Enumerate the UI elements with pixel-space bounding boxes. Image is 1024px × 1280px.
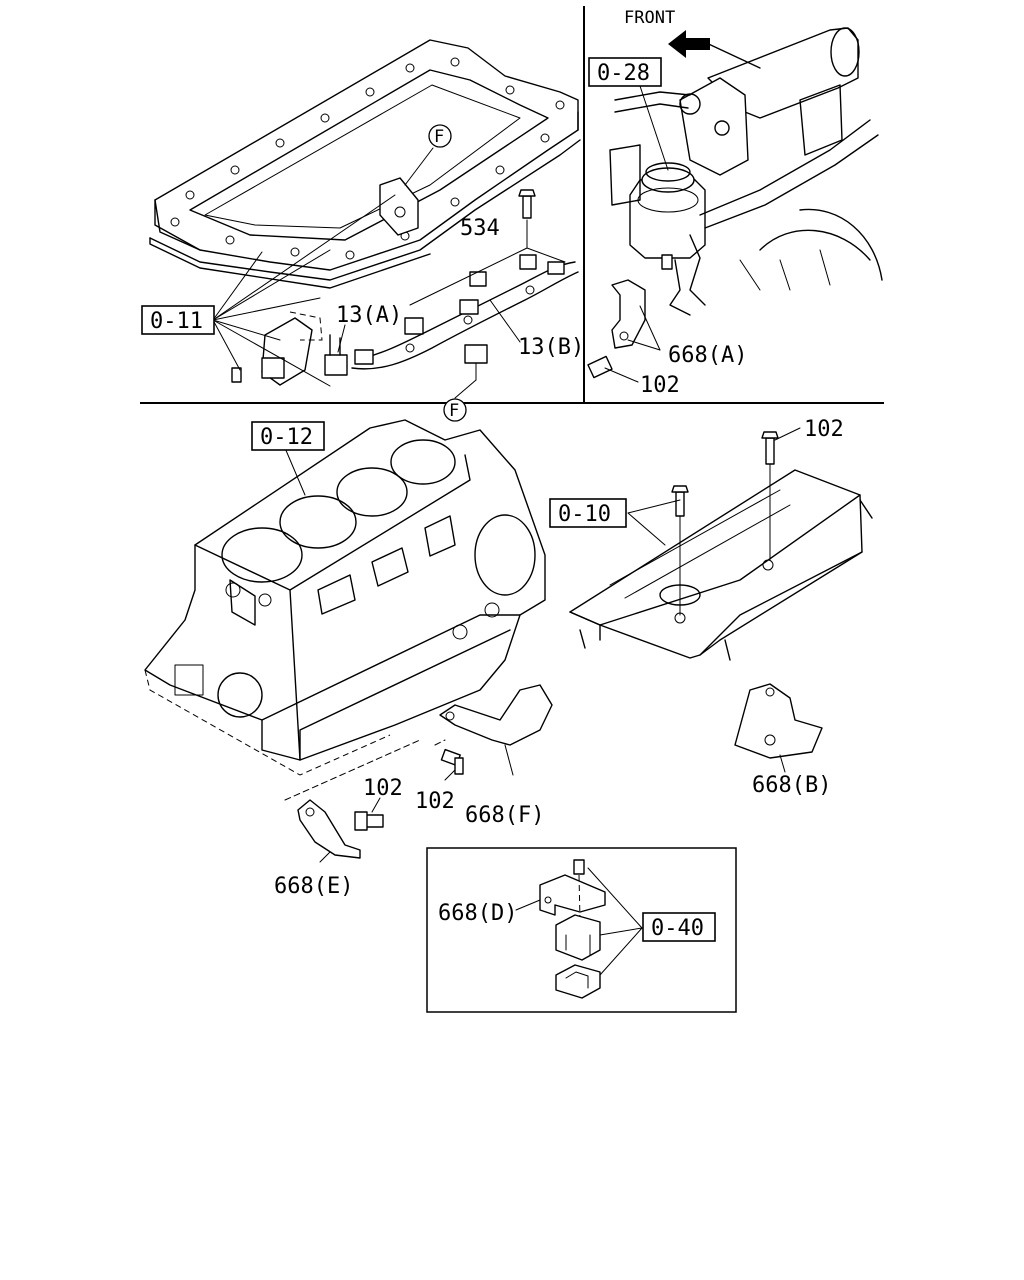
ref-0-10-label: 0-10 [558, 502, 611, 527]
leaders-middle-right [627, 427, 801, 773]
stiffener-plate-illustration [569, 431, 873, 661]
engine-mount-illustration [539, 859, 606, 999]
part-102-right-label: 102 [804, 417, 844, 442]
ref-0-11-label: 0-11 [150, 309, 203, 334]
part-102-top-label: 102 [640, 373, 680, 398]
oil-pan-illustration [149, 39, 581, 289]
part-668a-label: 668(A) [668, 343, 747, 368]
ref-0-40-label: 0-40 [651, 916, 704, 941]
mount-inset-frame [426, 847, 737, 1013]
leaders-top-left [212, 147, 566, 399]
ref-0-10-box [549, 498, 627, 528]
part-13b-label: 13(B) [518, 335, 584, 360]
part-668b-label: 668(B) [752, 773, 831, 798]
leaders-middle-left [284, 447, 514, 863]
front-arrow [668, 30, 710, 58]
bracket-668f-illustration [439, 684, 553, 775]
part-668d-label: 668(D) [438, 901, 517, 926]
part-13a-label: 13(A) [336, 303, 402, 328]
callout-f-bottom-circle [443, 398, 467, 422]
part-668f-label: 668(F) [465, 803, 544, 828]
part-102-left2-label: 102 [415, 789, 455, 814]
callout-f-top-circle [428, 124, 452, 148]
callout-f-top-label: F [434, 127, 444, 147]
turbo-assembly-illustration [587, 27, 883, 379]
callout-f-bottom-label: F [449, 401, 459, 421]
front-label: FRONT [624, 8, 675, 28]
ref-0-40-box [642, 912, 716, 942]
bracket-668e-illustration [297, 799, 384, 859]
bracket-668b-illustration [734, 683, 823, 759]
leaders-inset [515, 867, 643, 976]
part-102-left1-label: 102 [363, 776, 403, 801]
part-534-label: 534 [460, 216, 500, 241]
ref-0-12-label: 0-12 [260, 425, 313, 450]
leaders-top-right [604, 85, 669, 383]
part-668e-label: 668(E) [274, 874, 353, 899]
ref-0-12-box [251, 421, 325, 451]
ref-0-11-box [141, 305, 215, 335]
ref-0-28-box [588, 57, 662, 87]
ref-0-28-label: 0-28 [597, 61, 650, 86]
cylinder-block-illustration [144, 419, 546, 776]
